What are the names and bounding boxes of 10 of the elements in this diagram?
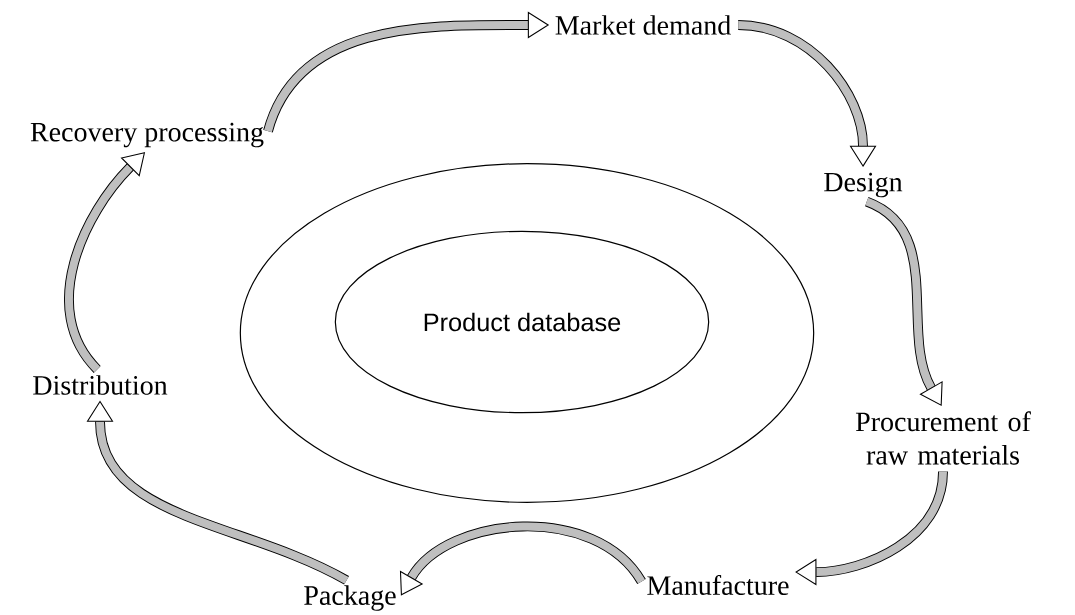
text-label: Distribution (33, 375, 168, 395)
text-label: Procurement of raw materials (855, 411, 1031, 465)
text-label: Design (824, 172, 903, 198)
text-label: Package (304, 585, 396, 611)
outer-ellipse (239, 163, 815, 503)
curved-arrow (86, 400, 349, 585)
curved-arrow (399, 521, 646, 596)
text-label: Recovery processing (30, 122, 264, 148)
text-label: Manufacture (647, 575, 789, 595)
text-label: Market demand (555, 15, 731, 35)
